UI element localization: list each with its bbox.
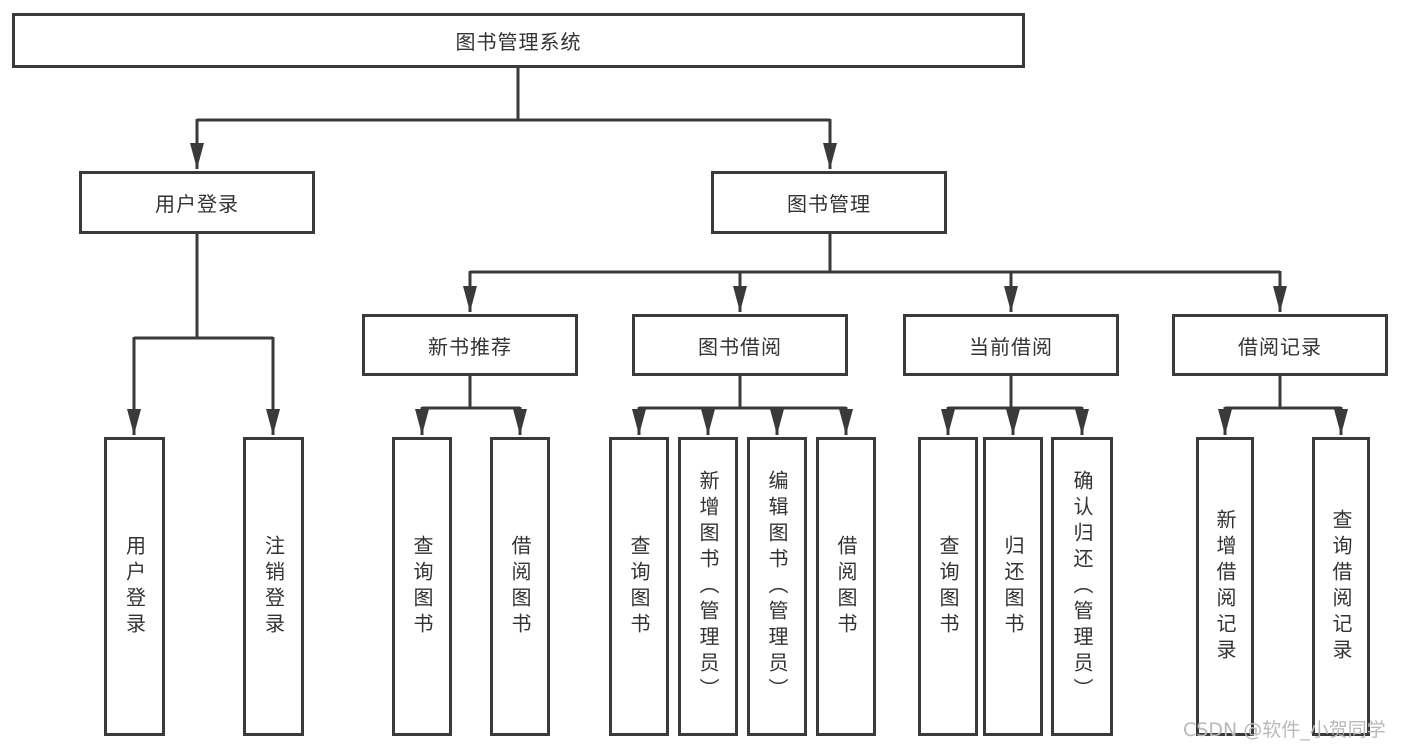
node-label: 新书推荐 [428, 334, 512, 359]
node-user-login: 用户登录 [79, 171, 315, 234]
node-label: 图书管理 [787, 192, 871, 216]
node-new-book-recommend: 新书推荐 [362, 314, 578, 376]
leaf-return-books: 归还图书 [983, 437, 1043, 736]
csdn-watermark: CSDN @软件_小贺同学 [1183, 719, 1386, 741]
leaf-borrow-books-recommend: 借阅图书 [490, 437, 550, 736]
node-label: 借阅图书 [834, 534, 858, 639]
node-label: 编辑图书（管理员） [765, 469, 789, 704]
node-label: 借阅图书 [508, 534, 532, 639]
leaf-logout: 注销登录 [243, 437, 304, 736]
node-label: 注销登录 [261, 534, 286, 639]
node-label: 用户登录 [155, 192, 239, 216]
node-current-borrow: 当前借阅 [903, 314, 1119, 376]
node-label: 图书管理系统 [455, 30, 582, 54]
node-book-borrow: 图书借阅 [632, 314, 848, 376]
leaf-edit-books-admin: 编辑图书（管理员） [747, 437, 807, 736]
node-label: 当前借阅 [969, 334, 1053, 359]
node-borrow-record: 借阅记录 [1172, 314, 1388, 376]
node-label: 图书借阅 [698, 334, 782, 359]
node-book-management: 图书管理 [711, 171, 947, 234]
leaf-confirm-return-admin: 确认归还（管理员） [1051, 437, 1113, 736]
node-label: 查询借阅记录 [1329, 508, 1353, 665]
node-label: 新增图书（管理员） [696, 469, 720, 704]
leaf-add-books-admin: 新增图书（管理员） [678, 437, 738, 736]
leaf-query-borrow-record: 查询借阅记录 [1312, 437, 1370, 736]
node-label: 确认归还（管理员） [1070, 469, 1094, 704]
leaf-query-books-current: 查询图书 [918, 437, 978, 736]
leaf-query-books-recommend: 查询图书 [392, 437, 452, 736]
node-label: 借阅记录 [1238, 334, 1322, 359]
leaf-borrow-books: 借阅图书 [816, 437, 876, 736]
node-label: 查询图书 [936, 534, 960, 639]
leaf-user-login: 用户登录 [104, 437, 165, 736]
node-label: 新增借阅记录 [1213, 508, 1237, 665]
node-label: 查询图书 [627, 534, 651, 639]
leaf-add-borrow-record: 新增借阅记录 [1196, 437, 1254, 736]
leaf-query-books-borrow: 查询图书 [609, 437, 669, 736]
node-label: 查询图书 [410, 534, 434, 639]
node-library-management-system: 图书管理系统 [12, 13, 1025, 68]
node-label: 归还图书 [1001, 534, 1025, 639]
node-label: 用户登录 [122, 534, 147, 639]
